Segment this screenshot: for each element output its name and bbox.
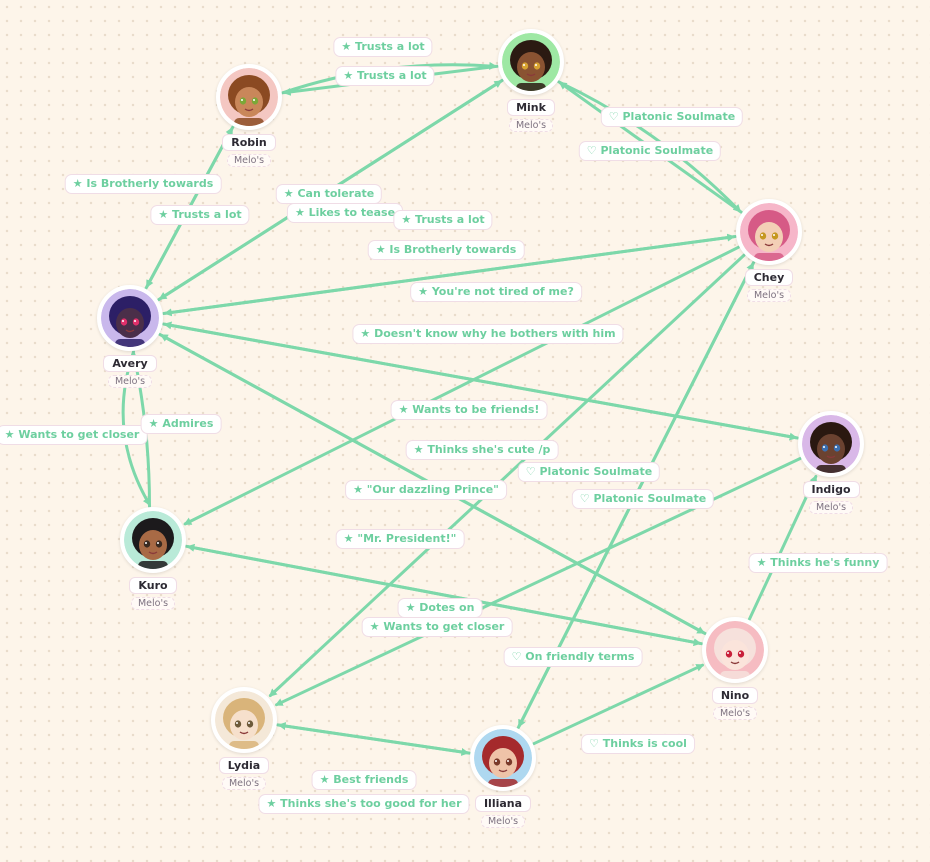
node-lydia[interactable]: Lydia Melo's xyxy=(199,687,289,790)
edge-label-robin-to-mink[interactable]: ★ Trusts a lot xyxy=(333,37,433,57)
indigo-portrait-icon xyxy=(802,415,860,473)
kuro-avatar[interactable] xyxy=(120,507,186,573)
edge-chey-to-lydia[interactable] xyxy=(268,253,746,697)
node-mink[interactable]: Mink Melo's xyxy=(486,29,576,132)
node-illiana[interactable]: Illiana Melo's xyxy=(458,725,548,828)
edge-label-avery-to-chey[interactable]: ★ Is Brotherly towards xyxy=(367,240,525,260)
kuro-portrait-icon xyxy=(124,511,182,569)
edge-label-mink-to-avery[interactable]: ★ Likes to tease xyxy=(286,203,404,223)
chey-avatar[interactable] xyxy=(736,199,802,265)
edge-label-illiana-to-lydia[interactable]: ★ Best friends xyxy=(311,770,417,790)
avery-name-label[interactable]: Avery xyxy=(103,355,157,372)
illiana-avatar[interactable] xyxy=(470,725,536,791)
edge-label-chey-to-illiana[interactable]: ♡ Platonic Soulmate xyxy=(571,489,715,509)
nino-portrait-icon xyxy=(706,621,764,679)
edge-label-avery-to-robin[interactable]: ★ Is Brotherly towards xyxy=(64,174,222,194)
mink-owner-tag: Melo's xyxy=(508,119,554,132)
nino-avatar[interactable] xyxy=(702,617,768,683)
node-chey[interactable]: Chey Melo's xyxy=(724,199,814,302)
robin-name-label[interactable]: Robin xyxy=(222,134,276,151)
lydia-portrait-icon xyxy=(215,691,273,749)
avery-portrait-icon xyxy=(101,289,159,347)
node-nino[interactable]: Nino Melo's xyxy=(690,617,780,720)
nino-name-label[interactable]: Nino xyxy=(711,687,759,704)
lydia-name-label[interactable]: Lydia xyxy=(218,757,270,774)
avery-owner-tag: Melo's xyxy=(107,375,153,388)
robin-avatar[interactable] xyxy=(216,64,282,130)
edge-label-avery-to-nino[interactable]: ★ Thinks she's cute /p xyxy=(405,440,559,460)
indigo-avatar[interactable] xyxy=(798,411,864,477)
node-indigo[interactable]: Indigo Melo's xyxy=(786,411,876,514)
edge-label-avery-to-indigo[interactable]: ★ Doesn't know why he bothers with him xyxy=(352,324,624,344)
chey-owner-tag: Melo's xyxy=(746,289,792,302)
edge-label-chey-to-lydia[interactable]: ★ "Mr. President!" xyxy=(335,529,465,549)
chey-name-label[interactable]: Chey xyxy=(744,269,794,286)
illiana-name-label[interactable]: Illiana xyxy=(474,795,532,812)
lydia-avatar[interactable] xyxy=(211,687,277,753)
edge-label-kuro-to-avery[interactable]: ★ Admires xyxy=(140,414,222,434)
edge-mink-to-chey[interactable] xyxy=(557,80,742,213)
edge-label-robin-to-avery[interactable]: ★ Trusts a lot xyxy=(150,205,250,225)
edge-avery-to-chey[interactable] xyxy=(162,233,736,315)
edge-chey-to-kuro[interactable] xyxy=(183,245,741,526)
mink-name-label[interactable]: Mink xyxy=(507,99,555,116)
edge-label-lydia-to-illiana[interactable]: ★ Thinks she's too good for her xyxy=(258,794,470,814)
edge-label-chey-to-kuro[interactable]: ★ Wants to be friends! xyxy=(390,400,548,420)
edge-label-nino-to-kuro[interactable]: ★ Dotes on xyxy=(397,598,483,618)
edge-label-nino-to-indigo[interactable]: ★ Thinks he's funny xyxy=(748,553,888,573)
node-avery[interactable]: Avery Melo's xyxy=(85,285,175,388)
edge-illiana-to-nino[interactable] xyxy=(532,663,705,746)
illiana-owner-tag: Melo's xyxy=(480,815,526,828)
edge-label-avery-to-kuro[interactable]: ★ Wants to get closer xyxy=(0,425,148,445)
edge-label-chey-to-avery[interactable]: ★ Trusts a lot xyxy=(393,210,493,230)
edge-label-nino-to-avery[interactable]: ★ "Our dazzling Prince" xyxy=(345,480,507,500)
edge-avery-to-indigo[interactable] xyxy=(162,322,798,441)
indigo-name-label[interactable]: Indigo xyxy=(802,481,860,498)
indigo-owner-tag: Melo's xyxy=(808,501,854,514)
edge-lydia-to-illiana[interactable] xyxy=(276,723,470,756)
kuro-name-label[interactable]: Kuro xyxy=(129,577,177,594)
node-kuro[interactable]: Kuro Melo's xyxy=(108,507,198,610)
edge-label-indigo-to-lydia[interactable]: ♡ On friendly terms xyxy=(503,647,643,667)
edge-label-mink-to-robin[interactable]: ★ Trusts a lot xyxy=(335,66,435,86)
mink-avatar[interactable] xyxy=(498,29,564,95)
edge-kuro-to-nino[interactable] xyxy=(184,544,702,647)
edge-label-avery-to-mink[interactable]: ★ Can tolerate xyxy=(275,184,383,204)
illiana-portrait-icon xyxy=(474,729,532,787)
edge-label-chey-to-mink[interactable]: ♡ Platonic Soulmate xyxy=(600,107,744,127)
mink-portrait-icon xyxy=(502,33,560,91)
robin-owner-tag: Melo's xyxy=(226,154,272,167)
kuro-owner-tag: Melo's xyxy=(130,597,176,610)
edge-label-illiana-to-chey[interactable]: ♡ Platonic Soulmate xyxy=(517,462,661,482)
nino-owner-tag: Melo's xyxy=(712,707,758,720)
lydia-owner-tag: Melo's xyxy=(221,777,267,790)
chey-portrait-icon xyxy=(740,203,798,261)
avery-avatar[interactable] xyxy=(97,285,163,351)
robin-portrait-icon xyxy=(220,68,278,126)
edge-indigo-to-lydia[interactable] xyxy=(274,457,802,707)
edge-label-mink-to-chey[interactable]: ♡ Platonic Soulmate xyxy=(578,141,722,161)
node-robin[interactable]: Robin Melo's xyxy=(204,64,294,167)
edge-label-illiana-to-nino[interactable]: ♡ Thinks is cool xyxy=(581,734,695,754)
edge-label-indigo-to-avery[interactable]: ★ You're not tired of me? xyxy=(410,282,582,302)
edge-label-kuro-to-nino[interactable]: ★ Wants to get closer xyxy=(361,617,513,637)
